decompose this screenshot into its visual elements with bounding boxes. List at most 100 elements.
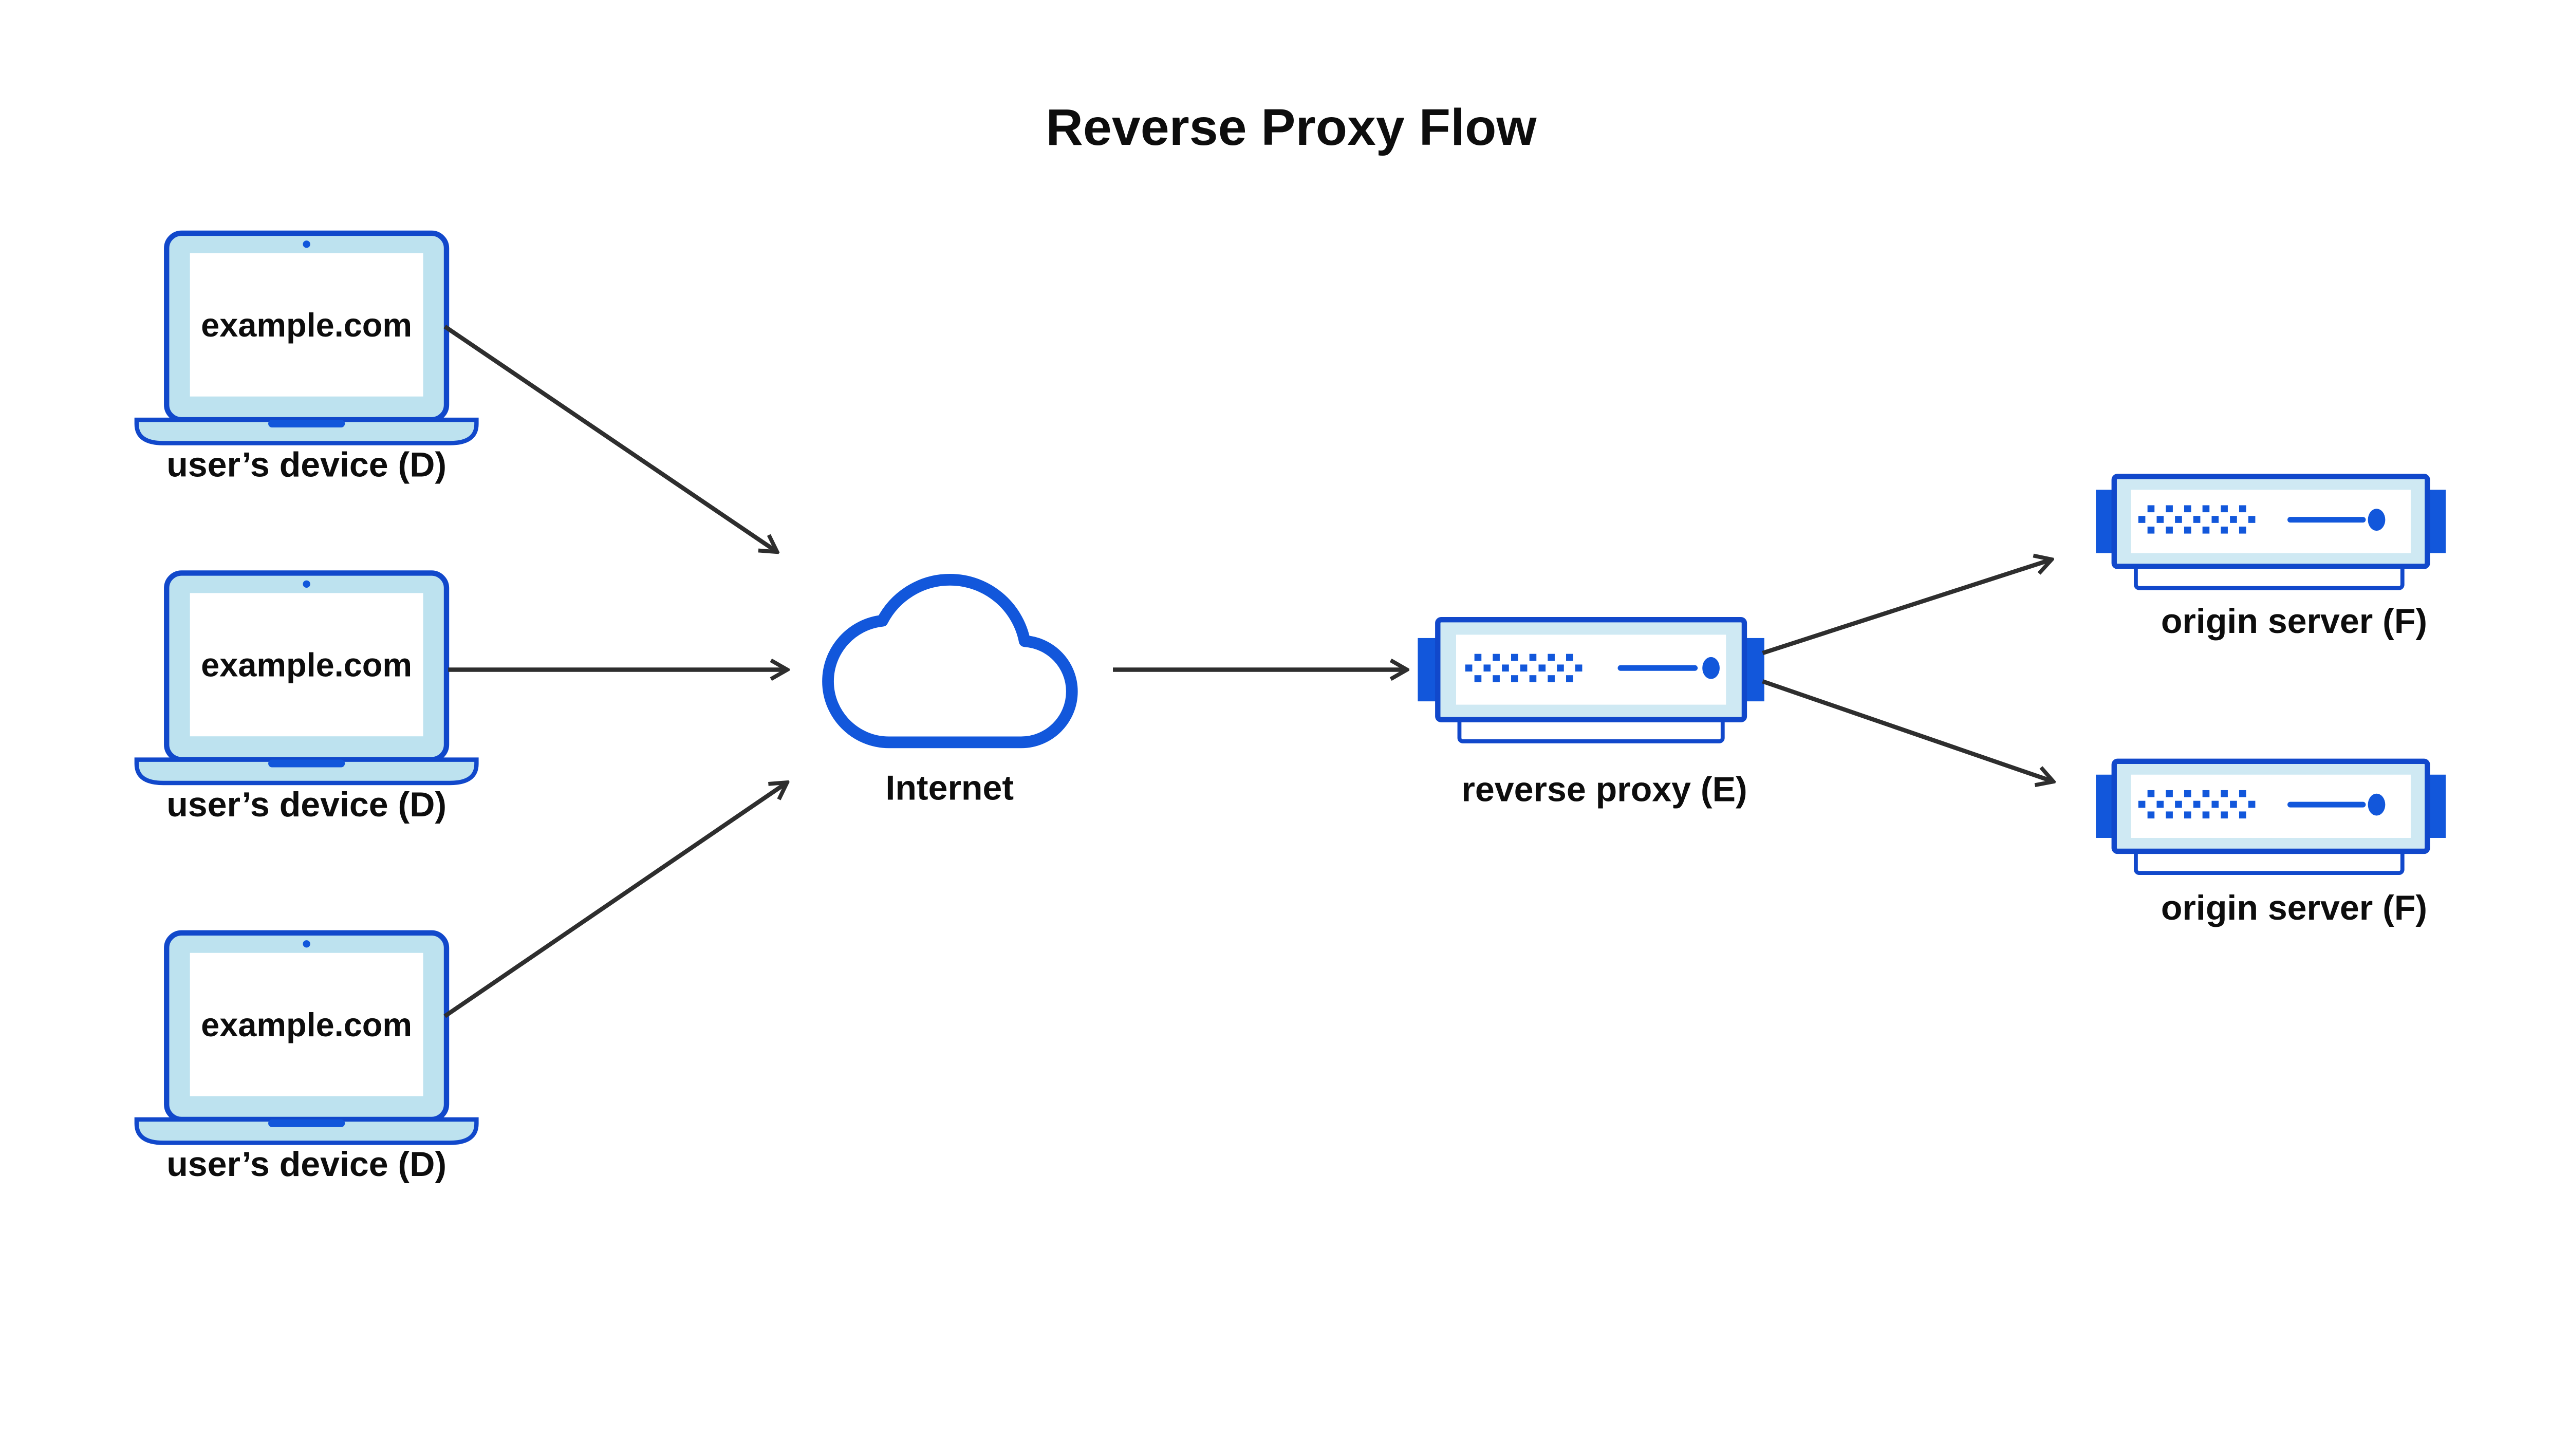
server-vent-dot: [2147, 790, 2155, 797]
device-label: user’s device (D): [166, 445, 446, 484]
server-vent-dot: [2138, 800, 2146, 808]
server-power-dot: [1702, 657, 1720, 679]
device-screen-text: example.com: [201, 646, 412, 683]
server-vent-dot: [2221, 526, 2228, 534]
server-vent-dot: [2221, 505, 2228, 513]
laptop-base: [134, 1117, 479, 1145]
server-icon: [1418, 617, 1764, 743]
server-vent-dot: [1520, 664, 1528, 672]
server-slot-line: [2287, 517, 2366, 523]
server-vent-dot: [1575, 664, 1583, 672]
server-power-dot: [2368, 793, 2386, 816]
node-user-device-3: example.com user’s device (D): [134, 930, 479, 1184]
server-vent-dot: [2248, 516, 2256, 523]
server-vent-dot: [2166, 790, 2173, 797]
server-vent-dot: [2239, 505, 2246, 513]
server-vent-dot: [2239, 811, 2246, 819]
laptop-base-notch: [268, 759, 345, 768]
device-label: user’s device (D): [166, 1145, 446, 1184]
origin-server-label: origin server (F): [2161, 888, 2427, 927]
server-vent-dot: [1493, 654, 1500, 661]
arrow-reverse-proxy-to-origin2: [1762, 679, 2053, 781]
laptop-screen: [190, 953, 423, 1096]
arrow-reverse-proxy-to-origin1: [1762, 559, 2051, 656]
server-vent-dot: [2202, 811, 2210, 819]
node-internet: Internet: [822, 574, 1078, 807]
node-user-device-2: example.com user’s device (D): [134, 570, 479, 824]
reverse-proxy-label: reverse proxy (E): [1461, 770, 1747, 809]
server-vent-dot: [2147, 505, 2155, 513]
server-vent-dot: [2221, 790, 2228, 797]
server-vent-dot: [1474, 654, 1482, 661]
server-vent-dot: [2202, 505, 2210, 513]
server-vent-dot: [1465, 664, 1473, 672]
node-origin-server-1: origin server (F): [2096, 474, 2446, 641]
page-title: Reverse Proxy Flow: [1046, 99, 1537, 156]
laptop-camera-dot: [303, 580, 310, 588]
server-vent-dot: [2166, 526, 2173, 534]
server-vent-dot: [2166, 811, 2173, 819]
device-label: user’s device (D): [166, 785, 446, 824]
arrow-device3-to-internet: [443, 783, 787, 1018]
server-vent-dot: [2175, 516, 2182, 523]
server-vent-dot: [1493, 675, 1500, 682]
node-user-device-1: example.com user’s device (D): [134, 230, 479, 484]
server-power-dot: [2368, 509, 2386, 531]
server-vent-dot: [2184, 811, 2191, 819]
device-screen-text: example.com: [201, 1006, 412, 1043]
server-slot-line: [1617, 665, 1698, 671]
server-vent-dot: [1511, 654, 1518, 661]
server-vent-dot: [2211, 516, 2219, 523]
server-vent-dot: [2156, 516, 2164, 523]
device-screen-text: example.com: [201, 306, 412, 344]
server-vent-dot: [2138, 516, 2146, 523]
cloud-outline: [822, 574, 1078, 749]
laptop-base-notch: [268, 420, 345, 428]
server-vent-dot: [2175, 800, 2182, 808]
laptop-base: [134, 757, 479, 786]
laptop-icon: [134, 230, 479, 445]
origin-server-label: origin server (F): [2161, 602, 2427, 641]
server-vent-dot: [2230, 800, 2237, 808]
server-vent-dot: [1548, 654, 1555, 661]
server-vent-dot: [1483, 664, 1491, 672]
laptop-screen: [190, 253, 423, 397]
server-vent-dot: [2221, 811, 2228, 819]
server-vent-dot: [2156, 800, 2164, 808]
server-vent-dot: [1529, 654, 1537, 661]
server-vent-dot: [2147, 526, 2155, 534]
cloud-icon: [822, 574, 1078, 749]
server-vent-dot: [1566, 675, 1573, 682]
server-vent-dot: [1557, 664, 1564, 672]
server-vent-dot: [2239, 790, 2246, 797]
server-vent-dot: [2193, 800, 2201, 808]
server-icon: [2096, 758, 2446, 875]
laptop-screen: [190, 593, 423, 737]
server-vent-dot: [2193, 516, 2201, 523]
reverse-proxy-flow-diagram: Reverse Proxy Flow example.com user’s de…: [134, 99, 2446, 1184]
laptop-camera-dot: [303, 240, 310, 248]
server-vent-dot: [1566, 654, 1573, 661]
server-vent-dot: [2202, 790, 2210, 797]
server-vent-dot: [2211, 800, 2219, 808]
node-origin-server-2: origin server (F): [2096, 758, 2446, 927]
server-vent-dot: [1474, 675, 1482, 682]
server-vent-dots: [2138, 790, 2256, 819]
server-vent-dot: [2184, 526, 2191, 534]
server-vent-dots: [2138, 505, 2256, 534]
server-vent-dots: [1465, 654, 1583, 682]
server-vent-dot: [1502, 664, 1509, 672]
server-vent-dot: [2230, 516, 2237, 523]
arrow-device1-to-internet: [443, 325, 776, 552]
laptop-icon: [134, 930, 479, 1145]
server-slot-line: [2287, 801, 2366, 808]
server-vent-dot: [2184, 790, 2191, 797]
internet-label: Internet: [885, 768, 1014, 807]
node-reverse-proxy: reverse proxy (E): [1418, 617, 1764, 809]
server-vent-dot: [1511, 675, 1518, 682]
diagram-canvas: Reverse Proxy Flow example.com user’s de…: [134, 99, 2446, 1184]
laptop-icon: [134, 570, 479, 786]
server-vent-dot: [2166, 505, 2173, 513]
server-vent-dot: [2184, 505, 2191, 513]
laptop-base-notch: [268, 1119, 345, 1127]
